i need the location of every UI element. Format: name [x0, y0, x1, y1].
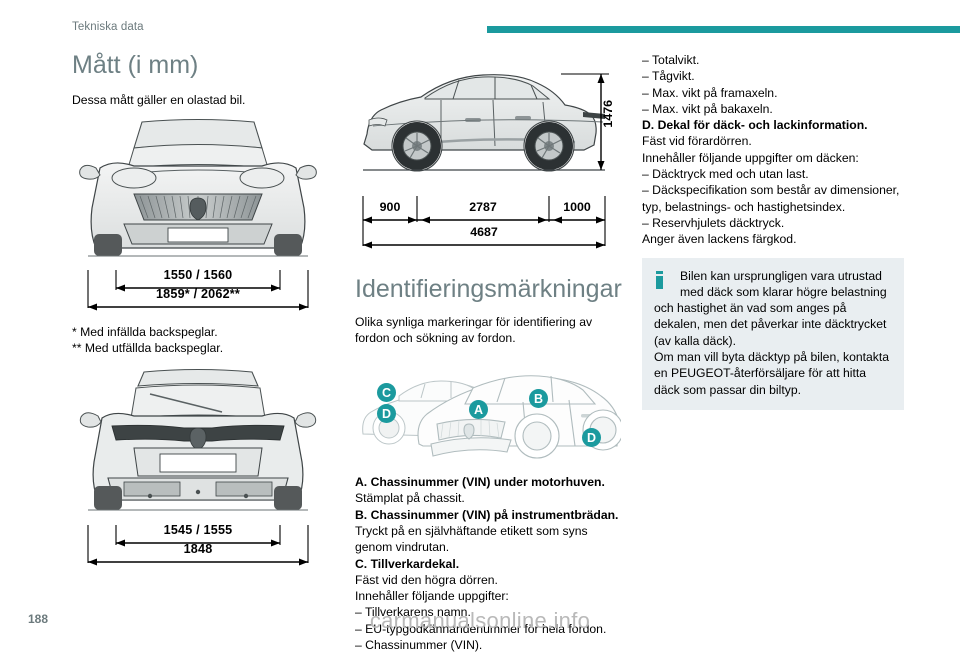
- info-box: Bilen kan ursprungligen vara utrustad me…: [642, 257, 904, 410]
- front-view-dimension-lines: [87, 269, 309, 311]
- front-track-label: 1550 / 1560: [163, 267, 233, 282]
- column-measurements: Mått (i mm) Dessa mått gäller en olastad…: [72, 51, 324, 569]
- dash-train-weight: – Tågvikt.: [642, 69, 695, 84]
- marker-d-left: D: [377, 404, 396, 424]
- front-view-drawing: [79, 118, 317, 257]
- footnote-folded-mirrors: * Med infällda backspeglar.: [72, 324, 218, 339]
- item-c-heading: C. Tillverkardekal.: [355, 556, 460, 571]
- column-identification: 1476 900 2787 1000 4687 Identifieringsmä…: [355, 52, 622, 653]
- item-a-line-1: Stämplat på chassit.: [355, 491, 465, 506]
- column-labels: – Totalvikt. – Tågvikt. – Max. vikt på f…: [642, 52, 904, 410]
- rear-view-dimension-lines: [87, 525, 309, 566]
- front-width-mirrors-label: 1859* / 2062**: [155, 286, 241, 301]
- item-c-dash-2: – EU-typgodkännandenummer för hela fordo…: [355, 621, 607, 636]
- page-number: 188: [28, 612, 49, 626]
- identification-intro-line2: fordon och sökning av fordon.: [355, 330, 516, 345]
- paint-colour-code-note: Anger även lackens färgkod.: [642, 232, 797, 247]
- rear-overhang-label: 1000: [563, 200, 591, 214]
- item-c-dash-3: – Chassinummer (VIN).: [355, 638, 483, 653]
- side-height-label: 1476: [601, 100, 615, 128]
- side-view-dimension-lines: [362, 196, 606, 249]
- item-b-line-1: Tryckt på en självhäftande etikett som s…: [355, 523, 588, 538]
- dash-tyre-pressure: – Däcktryck med och utan last.: [642, 167, 809, 182]
- info-line-1: Bilen kan ursprungligen vara utrustad: [680, 268, 882, 283]
- side-view-figure: 1476 900 2787 1000 4687: [355, 52, 621, 254]
- front-overhang-label: 900: [379, 200, 401, 214]
- identification-title: Identifieringsmärkningar: [355, 275, 622, 303]
- dash-rear-axle-weight: – Max. vikt på bakaxeln.: [642, 101, 773, 116]
- wheelbase-label: 2787: [469, 200, 497, 214]
- info-paragraph-1: och hastighet än vad som anges på dekale…: [654, 301, 887, 348]
- info-icon: [656, 270, 663, 289]
- info-paragraph-2: Om man vill byta däcktyp på bilen, konta…: [654, 350, 890, 397]
- dash-spare-wheel-pressure: – Reservhjulets däcktryck.: [642, 215, 785, 230]
- rear-view-figure: 1545 / 1555 1848: [72, 366, 324, 569]
- info-line-2: med däck som klarar högre belastning: [680, 284, 887, 299]
- header-rule: [487, 26, 960, 33]
- info-box-text: Bilen kan ursprungligen vara utrustad me…: [654, 268, 892, 398]
- total-length-label: 4687: [470, 225, 498, 239]
- rear-view-drawing: [79, 369, 317, 511]
- watermark: carmanualsonline.info: [369, 608, 591, 633]
- item-c-line-1: Fäst vid den högra dörren.: [355, 572, 498, 587]
- mirror-footnotes: * Med infällda backspeglar. ** Med utfäl…: [72, 324, 324, 357]
- marker-d-right: D: [582, 428, 601, 448]
- item-c-line-2: Innehåller följande uppgifter:: [355, 589, 509, 604]
- item-a-heading: A. Chassinummer (VIN) under motorhuven.: [355, 475, 605, 490]
- marker-b: B: [529, 389, 548, 409]
- front-view-figure: 1550 / 1560 1859* / 2062**: [72, 116, 324, 314]
- item-d-line-1: Fäst vid förardörren.: [642, 134, 752, 149]
- item-d-heading: D. Dekal för däck- och lackinformation.: [642, 118, 868, 133]
- footnote-unfolded-mirrors: ** Med utfällda backspeglar.: [72, 341, 224, 356]
- page-title: Mått (i mm): [72, 51, 199, 79]
- identification-intro-line1: Olika synliga markeringar för identifier…: [355, 314, 593, 329]
- page-header: Tekniska data: [0, 0, 960, 44]
- item-b-line-2: genom vindrutan.: [355, 540, 450, 555]
- item-d-line-2: Innehåller följande uppgifter om däcken:: [642, 150, 859, 165]
- item-b-heading: B. Chassinummer (VIN) på instrumentbräda…: [355, 507, 619, 522]
- identification-figure: C D A B D: [355, 356, 621, 466]
- dash-front-axle-weight: – Max. vikt på framaxeln.: [642, 85, 778, 100]
- dash-tyre-spec: – Däckspecifikation som består av dimens…: [642, 183, 900, 198]
- measurements-intro: Dessa mått gäller en olastad bil.: [72, 92, 246, 107]
- rear-width-label: 1848: [183, 542, 213, 557]
- side-view-drawing: [363, 73, 609, 172]
- rear-track-label: 1545 / 1555: [163, 523, 233, 538]
- dash-total-weight: – Totalvikt.: [642, 53, 700, 67]
- marker-a: A: [469, 400, 488, 420]
- item-c-dash-1: – Tillverkarens namn.: [355, 605, 471, 620]
- chapter-label: Tekniska data: [72, 21, 144, 33]
- marker-c: C: [377, 383, 396, 403]
- tyre-spec-continuation: typ, belastnings- och hastighetsindex.: [642, 199, 846, 214]
